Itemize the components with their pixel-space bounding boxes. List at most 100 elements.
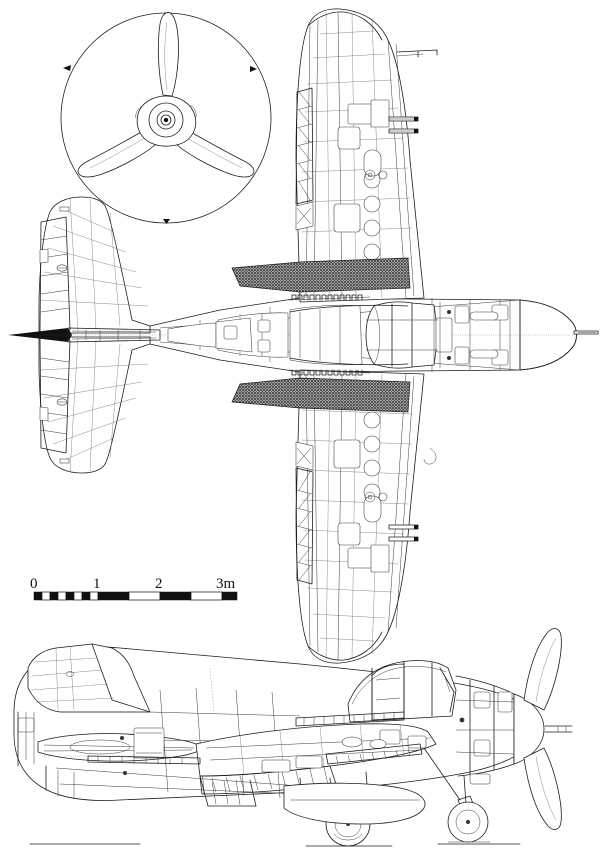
prop-blade-lower-side <box>523 747 562 830</box>
hub-center-dot <box>163 117 169 123</box>
fuel-cap-small <box>364 491 376 503</box>
wing-guns-upper <box>388 116 419 134</box>
wing-gun-bay <box>261 759 291 773</box>
scale-seg-light <box>190 591 223 601</box>
elevator-lower-outline <box>39 337 71 454</box>
fuel-filler-caps-upper <box>363 149 388 261</box>
propeller-blade-1-centerline <box>164 21 168 91</box>
side-panel-lines-rear <box>55 687 301 799</box>
elevator-upper <box>39 206 71 333</box>
main-landing-gear <box>423 747 521 845</box>
access-panel <box>337 522 361 546</box>
gun-muzzle <box>414 525 418 529</box>
plan-view <box>8 8 599 664</box>
fuel-cap <box>363 243 381 261</box>
access-panel <box>333 203 361 233</box>
main-wheel-hub <box>455 809 481 835</box>
gun-bay-panel <box>370 544 390 573</box>
fuel-cap <box>363 411 381 429</box>
elevator-upper-outline <box>39 216 71 333</box>
access-panel <box>333 439 361 469</box>
exhaust-stacks-lower <box>287 369 371 376</box>
aileron-upper-bay <box>295 201 314 231</box>
scale-tick-0: 0 <box>30 576 38 592</box>
wing-access-panels-upper <box>333 99 390 233</box>
tail-panel-lower <box>59 458 70 464</box>
fuel-cap <box>363 195 381 213</box>
gun-muzzle <box>414 117 418 121</box>
oval-vent <box>369 739 387 749</box>
spinner-cannon <box>544 725 573 733</box>
scale-bar: 0 1 2 3m <box>30 576 238 601</box>
rotation-arrow-left <box>63 65 71 71</box>
gun-muzzle <box>414 129 418 133</box>
headrest-panel <box>435 317 453 353</box>
scale-seg-light <box>128 591 161 601</box>
rotation-arrow-right <box>250 66 257 72</box>
nose-gun-trough <box>469 311 499 321</box>
aileron-upper <box>295 87 314 231</box>
fuel-cap <box>363 219 381 237</box>
scale-bar-segments <box>33 591 238 601</box>
propeller-hub <box>135 95 197 147</box>
fin-spar <box>91 643 151 713</box>
aileron-upper-outline <box>295 87 314 205</box>
scale-seg-dark <box>65 591 75 601</box>
access-door-rear <box>133 727 165 759</box>
pitot-tube-upper <box>396 49 438 58</box>
access-panel <box>347 547 373 569</box>
propeller-blades <box>77 12 255 178</box>
propeller-blade-1 <box>157 12 179 97</box>
ghost-mark <box>423 447 437 465</box>
propeller-disc-view <box>60 12 272 224</box>
propeller-side <box>513 628 573 830</box>
scale-seg-dark <box>97 591 130 601</box>
canopy-side-outline <box>347 660 457 723</box>
scale-seg-dark <box>159 591 192 601</box>
equipment-hatch <box>257 319 271 333</box>
nose-section-plan <box>439 299 599 371</box>
fin-ribs <box>31 645 115 711</box>
exhaust-row <box>295 711 405 727</box>
underwing-fairing <box>199 775 257 807</box>
fin-access-hole <box>65 671 75 677</box>
scale-seg-dark <box>81 591 91 601</box>
aileron-lower-bay <box>295 441 314 471</box>
side-view <box>13 628 573 847</box>
wheel-center <box>466 820 470 824</box>
wing-gun-bay <box>295 755 323 769</box>
nose-fastener <box>447 356 451 360</box>
under-wing-detail <box>199 743 423 807</box>
canopy-side <box>347 660 457 723</box>
propeller-blade-2 <box>77 126 157 178</box>
tailplane-rib-lines <box>40 197 149 473</box>
fuel-bay-hatch <box>363 149 382 177</box>
gun-barrel <box>388 536 419 542</box>
gear-drag-link <box>423 747 461 801</box>
canopy-outline <box>365 301 439 369</box>
fuel-filler-caps-lower <box>363 411 388 523</box>
fuselage-hatch <box>407 735 427 749</box>
tailcone-plan <box>67 327 161 343</box>
fuel-cap-small-inner <box>367 172 373 178</box>
fuselage-spine-detail <box>215 304 409 366</box>
fuel-bay-hatch <box>363 495 382 523</box>
hub-ring-inner <box>160 114 172 126</box>
cowl-panel-lines <box>469 679 495 775</box>
prop-blade-upper-side <box>523 628 562 711</box>
trim-tab-upper <box>39 248 49 264</box>
aileron-lower-outline <box>295 467 314 585</box>
scale-seg-light <box>89 591 99 601</box>
nose-panels <box>439 301 511 369</box>
scale-seg-dark <box>221 591 238 601</box>
forward-fuselage-side <box>341 675 515 785</box>
panel-fastener <box>120 736 124 740</box>
radio-hatch <box>223 325 238 340</box>
scale-seg-light <box>41 591 51 601</box>
scale-tick-3: 3m <box>216 576 236 592</box>
cowl-panel <box>473 691 491 709</box>
wing-side-ribs <box>239 723 405 775</box>
wing-tip-lower <box>307 631 383 661</box>
